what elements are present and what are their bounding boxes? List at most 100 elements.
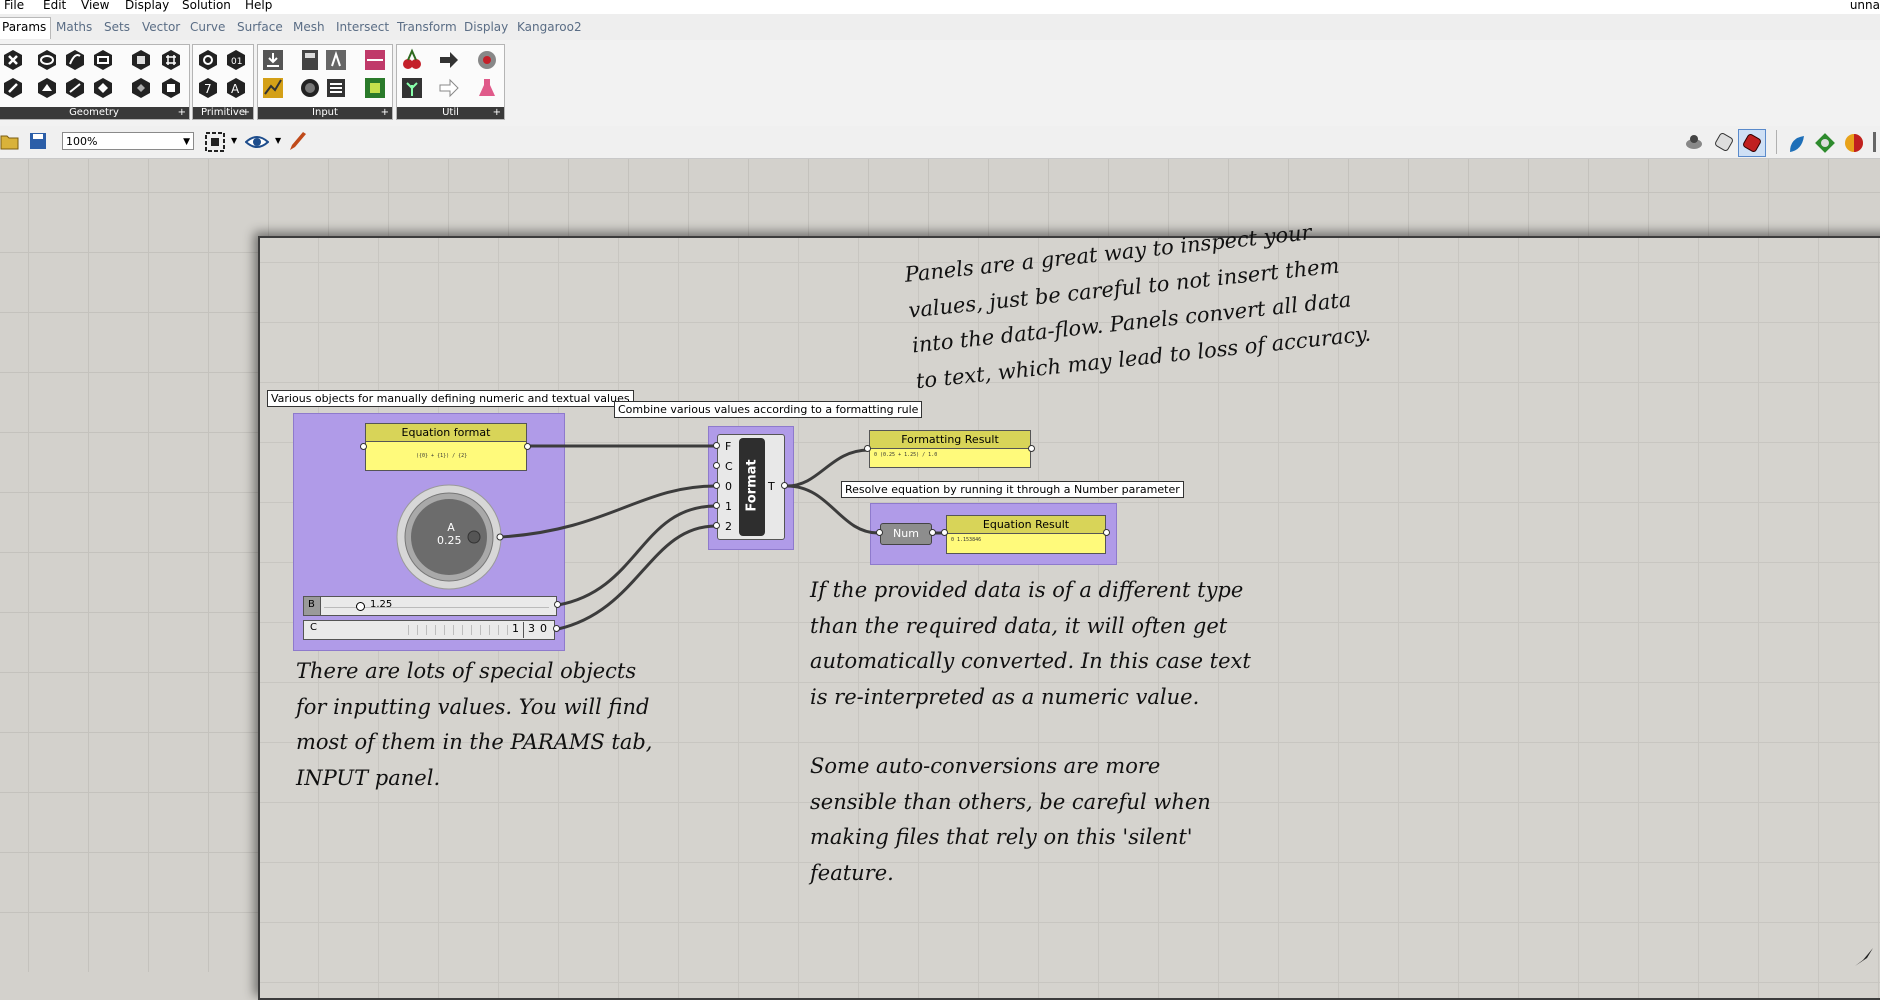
tab-mesh[interactable]: Mesh bbox=[293, 20, 325, 34]
note-conversion[interactable]: If the provided data is of a different t… bbox=[810, 578, 1251, 709]
input-port-c[interactable] bbox=[713, 462, 720, 469]
control-knob-icon[interactable] bbox=[363, 76, 387, 100]
formatting-result-panel[interactable]: Formatting Result 0 (0.25 + 1.25) / 1.0 bbox=[869, 430, 1031, 468]
panel-input-port[interactable] bbox=[864, 445, 871, 452]
chevron-down-icon: ▼ bbox=[183, 137, 190, 147]
panel-output-port[interactable] bbox=[1028, 445, 1035, 452]
preview-eye-icon[interactable] bbox=[245, 132, 269, 152]
num-output-port[interactable] bbox=[929, 529, 936, 536]
zoom-extents-icon[interactable] bbox=[204, 131, 226, 153]
point-param-icon[interactable] bbox=[1, 48, 25, 72]
chevron-down-icon[interactable]: ▼ bbox=[231, 136, 238, 145]
panel-input-port[interactable] bbox=[360, 443, 367, 450]
menu-file[interactable]: File bbox=[4, 0, 25, 12]
data-input-icon[interactable] bbox=[298, 48, 322, 72]
box-param-icon[interactable] bbox=[129, 48, 153, 72]
save-file-icon[interactable] bbox=[28, 131, 48, 151]
preview-shaded-icon[interactable] bbox=[1714, 132, 1734, 152]
boolean-param-icon[interactable] bbox=[196, 48, 220, 72]
scroller-digit-2[interactable]: 3 bbox=[528, 622, 535, 635]
input-port-1[interactable] bbox=[713, 502, 720, 509]
tab-curve[interactable]: Curve bbox=[190, 20, 226, 34]
tab-vector[interactable]: Vector bbox=[142, 20, 181, 34]
output-port-t[interactable] bbox=[781, 482, 788, 489]
input-0-label: 0 bbox=[725, 480, 732, 493]
note-special-objects[interactable]: There are lots of special objects for in… bbox=[296, 659, 653, 790]
sphere-icon[interactable] bbox=[475, 48, 499, 72]
panel-title: Equation format bbox=[366, 424, 526, 442]
menu-help[interactable]: Help bbox=[245, 0, 273, 12]
control-knob[interactable] bbox=[396, 484, 506, 590]
tab-sets[interactable]: Sets bbox=[104, 20, 130, 34]
scroller-digit-3[interactable]: 0 bbox=[540, 622, 547, 635]
input-port-2[interactable] bbox=[713, 522, 720, 529]
panel-output-port[interactable] bbox=[524, 443, 531, 450]
format-component[interactable]: F C 0 1 2 Format T bbox=[717, 434, 785, 540]
menu-edit[interactable]: Edit bbox=[43, 0, 67, 12]
note-auto-conversions[interactable]: Some auto-conversions are more sensible … bbox=[810, 754, 1211, 885]
number-parameter[interactable]: Num bbox=[880, 523, 932, 545]
integer-param-icon[interactable]: 01 bbox=[224, 48, 248, 72]
surface-param-icon[interactable] bbox=[91, 48, 115, 72]
num-input-port[interactable] bbox=[876, 529, 883, 536]
tab-maths[interactable]: Maths bbox=[56, 20, 93, 34]
preview-selected-button[interactable] bbox=[1738, 129, 1766, 157]
geometry-param-icon[interactable] bbox=[159, 76, 183, 100]
zoom-value: 100% bbox=[66, 135, 98, 148]
gradient-icon[interactable] bbox=[363, 48, 387, 72]
document-preview-icon[interactable] bbox=[1786, 132, 1808, 154]
slider-handle[interactable] bbox=[356, 602, 365, 611]
graph-mapper-icon[interactable] bbox=[261, 76, 285, 100]
equation-format-panel[interactable]: Equation format ({0} + {1}) / {2} bbox=[365, 423, 527, 471]
arrow-outline-icon[interactable] bbox=[437, 76, 461, 100]
scroller-output-port[interactable] bbox=[553, 625, 560, 632]
flask-icon[interactable] bbox=[475, 76, 499, 100]
sketch-brush-icon[interactable] bbox=[287, 131, 309, 153]
curve-param-icon[interactable] bbox=[63, 48, 87, 72]
preview-wireframe-icon[interactable] bbox=[1684, 132, 1704, 152]
input-port-f[interactable] bbox=[713, 442, 720, 449]
scroller-digit-1[interactable]: 1 bbox=[512, 622, 519, 635]
text-param-icon[interactable]: A bbox=[224, 76, 248, 100]
equation-result-panel[interactable]: Equation Result 0 1.153846 bbox=[946, 515, 1106, 554]
group-label-format: Combine various values according to a fo… bbox=[614, 401, 923, 418]
toggle-icon[interactable] bbox=[298, 76, 322, 100]
mesh-param-icon[interactable] bbox=[159, 48, 183, 72]
number-param-icon[interactable]: 7 bbox=[196, 76, 220, 100]
input-c-label: C bbox=[725, 460, 733, 473]
line-param-icon[interactable] bbox=[63, 76, 87, 100]
arrow-right-icon[interactable] bbox=[437, 48, 461, 72]
output-t-label: T bbox=[768, 480, 775, 493]
menu-display[interactable]: Display bbox=[125, 0, 170, 12]
mesh-settings-icon[interactable] bbox=[1814, 132, 1836, 154]
open-file-icon[interactable] bbox=[0, 131, 20, 151]
tab-display[interactable]: Display bbox=[464, 20, 509, 34]
vector-param-icon[interactable] bbox=[1, 76, 25, 100]
color-preview-icon[interactable] bbox=[1843, 132, 1865, 154]
zoom-select[interactable]: 100% ▼ bbox=[62, 132, 194, 150]
tab-params[interactable]: Params bbox=[0, 17, 52, 39]
menu-view[interactable]: View bbox=[81, 0, 110, 12]
panel-title: Equation Result bbox=[947, 516, 1105, 534]
panel-output-port[interactable] bbox=[1103, 529, 1110, 536]
tab-kangaroo2[interactable]: Kangaroo2 bbox=[517, 20, 582, 34]
cherry-icon[interactable] bbox=[400, 48, 424, 72]
plane-param-icon[interactable] bbox=[35, 76, 59, 100]
tab-surface[interactable]: Surface bbox=[237, 20, 283, 34]
brep-param-icon[interactable] bbox=[91, 76, 115, 100]
chevron-down-icon[interactable]: ▼ bbox=[275, 136, 282, 145]
value-list-icon[interactable] bbox=[324, 76, 348, 100]
image-sampler-icon[interactable] bbox=[324, 48, 348, 72]
tab-intersect[interactable]: Intersect bbox=[336, 20, 390, 34]
field-param-icon[interactable] bbox=[129, 76, 153, 100]
slider-output-port[interactable] bbox=[554, 601, 561, 608]
input-port-0[interactable] bbox=[713, 482, 720, 489]
import-icon[interactable] bbox=[261, 48, 285, 72]
panel-input-port[interactable] bbox=[941, 529, 948, 536]
circle-param-icon[interactable] bbox=[35, 48, 59, 72]
menu-solution[interactable]: Solution bbox=[182, 0, 231, 12]
number-slider-b[interactable]: B 1.25 bbox=[303, 596, 557, 616]
tree-icon[interactable] bbox=[400, 76, 424, 100]
tab-transform[interactable]: Transform bbox=[397, 20, 457, 34]
digit-scroller-c[interactable]: C 1 3 0 bbox=[303, 620, 555, 640]
